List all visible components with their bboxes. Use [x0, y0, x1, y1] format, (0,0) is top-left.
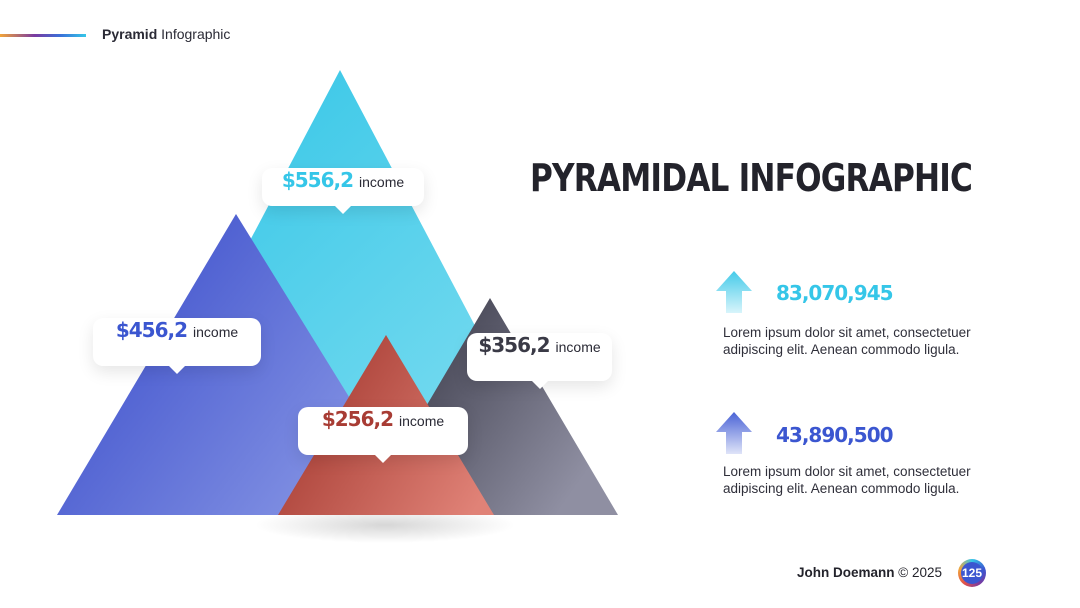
callout-left-label: income — [193, 324, 239, 340]
header-title: Pyramid Infographic — [102, 26, 230, 42]
stat-2-value: 43,890,500 — [776, 423, 894, 447]
arrow-up-icon — [716, 412, 752, 454]
stat-1-value: 83,070,945 — [776, 281, 894, 305]
callout-right-value: $356,2 — [478, 333, 550, 357]
page-number: 125 — [961, 562, 983, 584]
callout-right-label: income — [555, 339, 601, 355]
callout-top: $556,2 income — [262, 168, 424, 214]
stat-1-desc-line1: Lorem ipsum dolor sit amet, consectetuer — [723, 325, 971, 340]
footer-copyright: © 2025 — [898, 565, 943, 580]
footer-credit: John Doemann © 2025 — [797, 565, 942, 580]
header-accent-line — [0, 34, 86, 37]
slide-title: PYRAMIDAL INFOGRAPHIC — [530, 156, 973, 200]
callout-left: $456,2 income — [93, 318, 261, 374]
arrow-up-icon — [716, 271, 752, 313]
callout-center-label: income — [399, 413, 445, 429]
callout-center: $256,2 income — [298, 407, 468, 463]
stat-2-desc-line1: Lorem ipsum dolor sit amet, consectetuer — [723, 464, 971, 479]
callout-right: $356,2 income — [467, 333, 612, 389]
callout-top-value: $556,2 — [281, 168, 354, 192]
callout-left-value: $456,2 — [115, 318, 188, 342]
pyramid-shadow — [255, 507, 515, 543]
stat-1-description: Lorem ipsum dolor sit amet, consectetuer… — [723, 325, 1023, 358]
stat-1-desc-line2: adipiscing elit. Aenean commodo ligula. — [723, 341, 960, 357]
stat-2-description: Lorem ipsum dolor sit amet, consectetuer… — [723, 464, 1023, 497]
footer-author: John Doemann — [797, 565, 895, 580]
callout-top-label: income — [359, 174, 405, 190]
page-number-badge: 125 — [958, 559, 986, 587]
header-title-rest: Infographic — [161, 26, 231, 42]
header-title-bold: Pyramid — [102, 26, 158, 42]
callout-center-value: $256,2 — [321, 407, 394, 431]
stat-2-desc-line2: adipiscing elit. Aenean commodo ligula. — [723, 480, 960, 496]
